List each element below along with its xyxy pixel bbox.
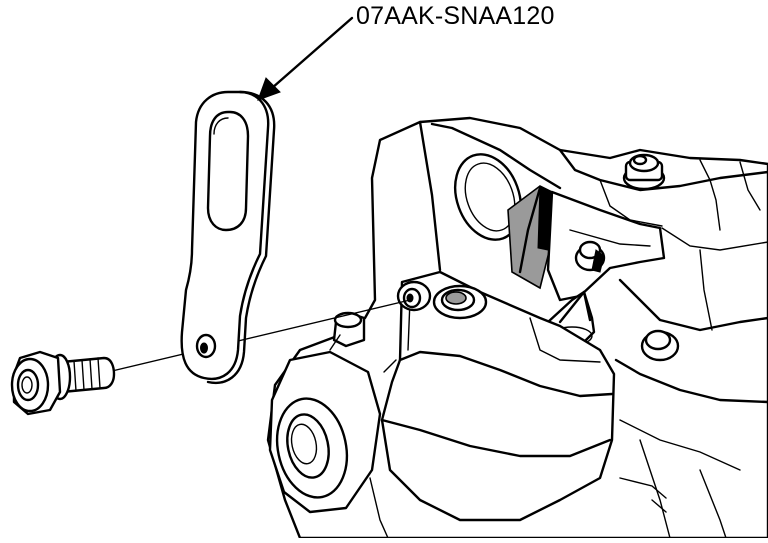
mounting-boss-side — [396, 280, 432, 312]
locating-stub — [332, 311, 366, 348]
lifting-bracket — [180, 90, 276, 385]
mounting-boss-housing — [432, 284, 488, 320]
engine-block — [266, 116, 768, 540]
stud-bolt-right — [640, 329, 680, 362]
stud-bolt-middle — [574, 240, 606, 273]
part-number-label: 07AAK-SNAA120 — [356, 2, 555, 30]
lower-port — [268, 350, 382, 514]
callout-leader — [257, 16, 354, 101]
assembly-axis-line — [111, 299, 411, 372]
callout-arrowhead — [257, 77, 281, 101]
stud-bolt-upper — [622, 153, 666, 191]
flange-bolt — [10, 350, 116, 416]
